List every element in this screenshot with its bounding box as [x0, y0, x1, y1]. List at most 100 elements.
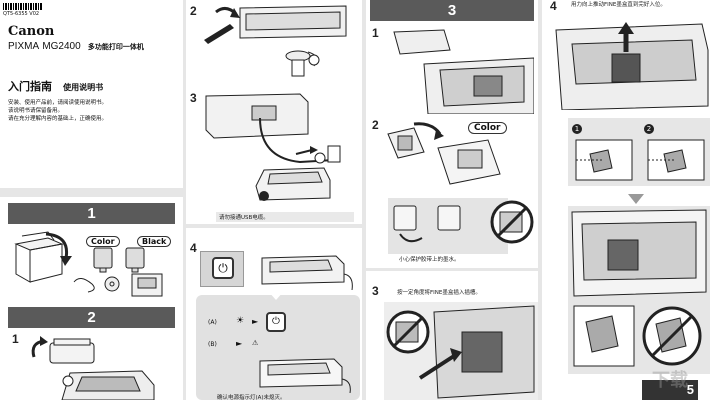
prohibited-icon	[490, 200, 534, 244]
product-name: PIXMA MG2400 多功能打印一体机	[8, 41, 144, 52]
cartridge-pack-icon	[387, 127, 425, 159]
cover-note: 安装、使用产品前，请阅读使用说明书。	[8, 100, 108, 106]
open-cover-illustration	[393, 29, 534, 114]
wall-outlet-icon	[327, 145, 341, 163]
lamp-check-box: (A) (B) ☀ ► ⏻ ► ⚠ 确认电源指示灯(A)未熄灭。	[196, 291, 360, 400]
protect-caption: 小心保护胶带上的墨水。	[396, 254, 463, 264]
step-1-circle-icon: 1	[572, 124, 582, 134]
printer-inner-icon	[555, 23, 709, 110]
printer-check-illustration	[259, 358, 351, 393]
step-3-number: 3	[447, 2, 457, 19]
label-black: Black	[137, 236, 172, 247]
cartridge-column: 3 1 2 Color	[366, 0, 538, 400]
next-step-arrow: 5	[642, 380, 698, 400]
latch-illustration	[575, 139, 705, 181]
substep-d3: 3	[372, 284, 379, 298]
insert-cartridge-illustration	[384, 302, 538, 400]
printer-icon	[49, 338, 95, 364]
step-2-sub-icon	[62, 375, 74, 387]
product-series: PIXMA	[8, 41, 40, 52]
panel-divider	[186, 224, 362, 228]
power-icon: ⏻	[218, 261, 228, 275]
step-1-header: 1	[8, 203, 175, 224]
cartridge-black-icon	[125, 247, 145, 273]
column-gutter	[538, 0, 542, 400]
substep-4: 4	[190, 241, 197, 255]
remove-tape-illustration	[204, 5, 347, 77]
next-step-number: 5	[686, 382, 694, 397]
step-2-number: 2	[87, 309, 96, 326]
printer-open-icon	[393, 29, 534, 114]
printer-on-illustration	[261, 255, 353, 290]
prohibited-icon	[642, 306, 702, 366]
cartridge-color-icon	[93, 247, 113, 273]
step-1-number: 1	[87, 205, 96, 222]
column-gutter	[183, 0, 186, 400]
substep-1: 1	[12, 332, 19, 346]
substep-4b: 4	[550, 0, 557, 13]
power-cord-icon	[259, 117, 335, 164]
step-2-header: 2	[8, 307, 175, 328]
cover-notes: 安装、使用产品前，请阅读使用说明书。 该说明书请保留备用。 请在充分理解内容的基…	[8, 99, 107, 123]
hand-cartridge-icon	[437, 139, 501, 185]
push-up-caption: 用力向上推动FINE墨盒直到完好入位。	[568, 0, 669, 9]
product-model: MG2400	[42, 41, 81, 52]
substep-d2: 2	[372, 118, 379, 132]
substep-3: 3	[190, 91, 197, 105]
unpack-cartridge-illustration	[387, 122, 501, 185]
down-arrow-icon	[628, 194, 644, 204]
install-column: 4 用力向上推动FINE墨盒直到完好入位。 1 2	[542, 0, 719, 400]
lamp-off-icon: ►	[236, 339, 243, 348]
installed-illustration	[571, 209, 707, 367]
lamp-caption: 确认电源指示灯(A)未熄灭。	[214, 392, 289, 400]
state-a-label: (A)	[208, 319, 217, 326]
printer-open-icon	[61, 370, 155, 400]
step-circle-icon	[314, 152, 326, 164]
step-3-header: 3	[370, 0, 534, 21]
cover-note: 请在充分理解内容的基础上，正确使用。	[8, 116, 108, 122]
push-up-illustration	[555, 22, 709, 110]
column-gutter	[362, 0, 366, 400]
usb-caption: 请勿接通USB电缆。	[216, 212, 354, 222]
insert-arrow-icon	[418, 354, 456, 380]
printer-front-icon	[255, 167, 331, 201]
guide-title-row: 入门指南 使用说明书	[8, 75, 103, 94]
step-circle-icon	[259, 191, 269, 201]
plug-arrow-icon	[295, 149, 313, 155]
cable-icon	[73, 273, 163, 297]
printer-top-icon	[239, 5, 347, 39]
barcode-text: QT5-6355 V02	[3, 11, 40, 17]
substep-d1: 1	[372, 26, 379, 40]
step-circle-icon	[308, 54, 320, 66]
panel-divider	[366, 268, 538, 271]
power-on-illustration	[31, 336, 155, 400]
alarm-icon: ⚠	[252, 339, 259, 347]
arrow-icon	[45, 232, 69, 259]
brand-logo: Canon	[8, 24, 55, 39]
prohibited-icon	[386, 310, 430, 354]
insert-caption: 按一定角度将FINE墨盒插入插槽。	[394, 287, 484, 297]
barcode	[3, 3, 43, 10]
printer-back-icon	[205, 93, 309, 139]
lamp-on-icon: ☀	[236, 316, 245, 326]
connect-power-illustration	[205, 93, 341, 201]
cover-column: QT5-6355 V02 Canon PIXMA MG2400 多功能打印一体机…	[0, 0, 183, 400]
box-icon	[14, 231, 64, 283]
step-2-circle-icon: 2	[644, 124, 654, 134]
power-icon: ⏻	[266, 312, 286, 332]
label-color: Color	[468, 122, 507, 134]
unboxing-illustration	[14, 231, 163, 297]
cover-note: 该说明书请保留备用。	[8, 108, 64, 114]
watermark: 下载	[652, 370, 688, 391]
panel-divider	[0, 188, 183, 197]
product-desc: 多功能打印一体机	[87, 43, 144, 51]
cartridge-holder-icon	[433, 305, 535, 399]
guide-title: 入门指南	[8, 80, 52, 93]
setup-column: 2 3 请勿接通USB电缆。 4	[186, 0, 362, 400]
state-b-label: (B)	[208, 341, 217, 348]
tape-warning-illustration	[393, 200, 534, 244]
lamp-on-arrow-icon: ►	[252, 317, 259, 326]
down-arrow-icon	[268, 291, 284, 300]
power-button: ⏻	[212, 257, 234, 279]
latch-detail-box: 1 2	[568, 118, 710, 186]
